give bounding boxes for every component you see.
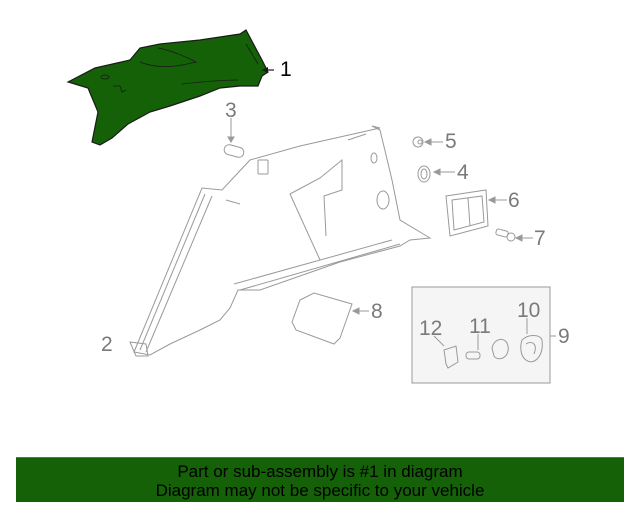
banner-line-2: Diagram may not be specific to your vehi… bbox=[155, 481, 485, 500]
callout-4[interactable]: 4 bbox=[457, 161, 469, 184]
part-3-clip[interactable] bbox=[223, 118, 245, 158]
callout-3[interactable]: 3 bbox=[225, 99, 237, 122]
part-7-screw[interactable] bbox=[495, 228, 533, 242]
callout-8[interactable]: 8 bbox=[371, 300, 383, 323]
banner-line-1: Part or sub-assembly is #1 in diagram bbox=[177, 462, 463, 481]
callout-5[interactable]: 5 bbox=[445, 130, 457, 153]
part-1-upper-trim-panel[interactable] bbox=[66, 29, 274, 146]
part-9-kit-box[interactable] bbox=[411, 286, 556, 384]
part-8-cover[interactable] bbox=[291, 292, 369, 345]
callout-6[interactable]: 6 bbox=[508, 189, 520, 212]
callout-2[interactable]: 2 bbox=[101, 333, 113, 356]
part-6-bracket[interactable] bbox=[445, 189, 507, 237]
callout-10[interactable]: 10 bbox=[517, 299, 541, 322]
callout-12[interactable]: 12 bbox=[419, 317, 443, 340]
part-2-quarter-trim-panel[interactable] bbox=[129, 125, 432, 357]
callout-1[interactable]: 1 bbox=[280, 58, 292, 81]
diagram-notice-banner: Part or sub-assembly is #1 in diagram Di… bbox=[16, 457, 624, 502]
callout-9[interactable]: 9 bbox=[558, 325, 570, 348]
part-5-retainer[interactable] bbox=[412, 136, 443, 148]
callout-7[interactable]: 7 bbox=[534, 227, 546, 250]
part-4-grommet[interactable] bbox=[417, 165, 455, 183]
callout-11[interactable]: 11 bbox=[469, 315, 491, 338]
